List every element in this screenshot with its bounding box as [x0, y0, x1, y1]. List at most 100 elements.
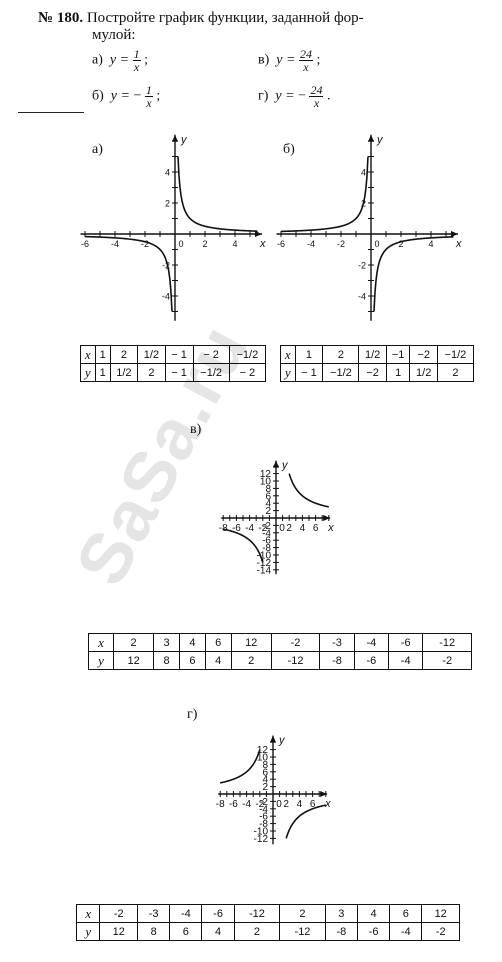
table-g-cell: 3: [324, 904, 358, 923]
table-v-cell: -4: [353, 633, 390, 652]
x-tick-label: -6: [277, 239, 285, 249]
y-axis-label: y: [278, 735, 286, 747]
separator-line: [18, 112, 84, 113]
x-tick-label: -6: [229, 799, 238, 810]
x-tick-label: 0: [374, 239, 379, 249]
table-g-cell: -6: [356, 922, 391, 941]
table-v-cell: 4: [178, 633, 206, 652]
x-tick-label: -4: [245, 523, 254, 534]
table-v-cell: 3: [153, 633, 180, 652]
table-a-cell: − 2: [228, 363, 267, 382]
table-a-header-y: y: [80, 363, 96, 382]
y-tick-label: -8: [262, 543, 271, 554]
x-tick-label: -6: [232, 523, 241, 534]
table-v-cell: 6: [178, 651, 206, 670]
table-v-cell: 8: [153, 651, 180, 670]
hyperbola-branch-2: [84, 235, 173, 312]
y-tick-label: 12: [260, 469, 272, 480]
table-b-cell: 1/2: [409, 363, 438, 382]
table-g-cell: -4: [169, 904, 203, 923]
graph-1-axes: [276, 134, 458, 321]
y-tick-label: 6: [265, 491, 271, 502]
table-a-cell: 1/2: [109, 363, 139, 382]
hyperbola-branch-2: [223, 528, 264, 563]
table-a-cell: 1: [94, 345, 111, 364]
table-b-cell: −1: [385, 345, 411, 364]
table-g-cell: 2: [279, 904, 326, 923]
x-tick-label: 2: [283, 799, 289, 810]
table-v-cell: 2: [230, 651, 272, 670]
x-tick-label: 4: [428, 239, 433, 249]
table-b-cell: 1/2: [358, 345, 387, 364]
table-a-cell: 2: [137, 363, 166, 382]
y-tick-label: -2: [162, 261, 170, 271]
table-v-cell: 6: [204, 633, 232, 652]
y-axis-arrow: [368, 134, 374, 142]
hyperbola-branch-1: [280, 156, 369, 233]
y-axis-label: y: [180, 134, 188, 146]
y-tick-label: -10: [254, 827, 269, 838]
table-v-cell: 12: [113, 651, 155, 670]
graph-label-v: в): [190, 422, 202, 437]
table-a-cell: 2: [109, 345, 139, 364]
table-b-header-x: x: [280, 345, 296, 364]
table-a-cell: −1/2: [192, 363, 230, 382]
table-g-cell: 4: [201, 922, 235, 941]
table-g-cell: -6: [201, 904, 235, 923]
table-g-header-x: x: [75, 904, 101, 923]
x-tick-label: 2: [286, 523, 292, 534]
y-axis-label: y: [376, 134, 384, 146]
table-a-cell: −1/2: [228, 345, 267, 364]
x-axis-label: x: [327, 522, 334, 534]
y-tick-label: 4: [165, 168, 170, 178]
x-tick-label: -8: [216, 799, 225, 810]
table-v-cell: -8: [319, 651, 355, 670]
table-b-cell: 2: [436, 363, 475, 382]
table-b-cell: 2: [322, 345, 360, 364]
table-v-cell: -12: [270, 651, 321, 670]
y-tick-label: -12: [254, 834, 269, 845]
x-tick-label: 4: [300, 523, 306, 534]
y-tick-label: 2: [165, 199, 170, 209]
graph-3-axes: [218, 735, 328, 845]
table-g-cell: 6: [169, 922, 203, 941]
y-tick-label: 4: [361, 168, 366, 178]
table-g-cell: -2: [99, 904, 139, 923]
y-axis-label: y: [281, 460, 289, 472]
table-b-cell: −2: [409, 345, 438, 364]
x-axis-label: x: [259, 238, 266, 250]
table-v-cell: -2: [270, 633, 321, 652]
table-g-header-y: y: [75, 922, 101, 941]
table-b-cell: −2: [358, 363, 387, 382]
table-v-cell: -3: [319, 633, 355, 652]
table-g-cell: 6: [389, 904, 423, 923]
hyperbola-branch-2: [373, 236, 454, 312]
y-tick-label: -4: [358, 292, 366, 302]
x-tick-label: -2: [141, 239, 149, 249]
y-tick-label: -6: [262, 536, 271, 547]
x-tick-label: 4: [232, 239, 237, 249]
x-tick-label: 4: [297, 799, 303, 810]
x-axis-label: x: [455, 238, 462, 250]
y-tick-label: 2: [265, 506, 271, 517]
table-b-cell: 1: [385, 363, 411, 382]
x-tick-label: 2: [202, 239, 207, 249]
x-axis-arrow: [320, 791, 328, 797]
problem-text-line1: Постройте график функции, заданной фор-: [86, 10, 364, 26]
graph-label-g: г): [187, 707, 198, 722]
graph-label-b: б): [283, 142, 295, 157]
y-tick-label: 6: [262, 767, 268, 778]
table-b-header-y: y: [280, 363, 296, 382]
hyperbola-branch-2: [285, 804, 326, 839]
problem-statement: № 180. Постройте график функции, заданно…: [38, 10, 478, 44]
y-tick-label: -4: [259, 804, 268, 815]
